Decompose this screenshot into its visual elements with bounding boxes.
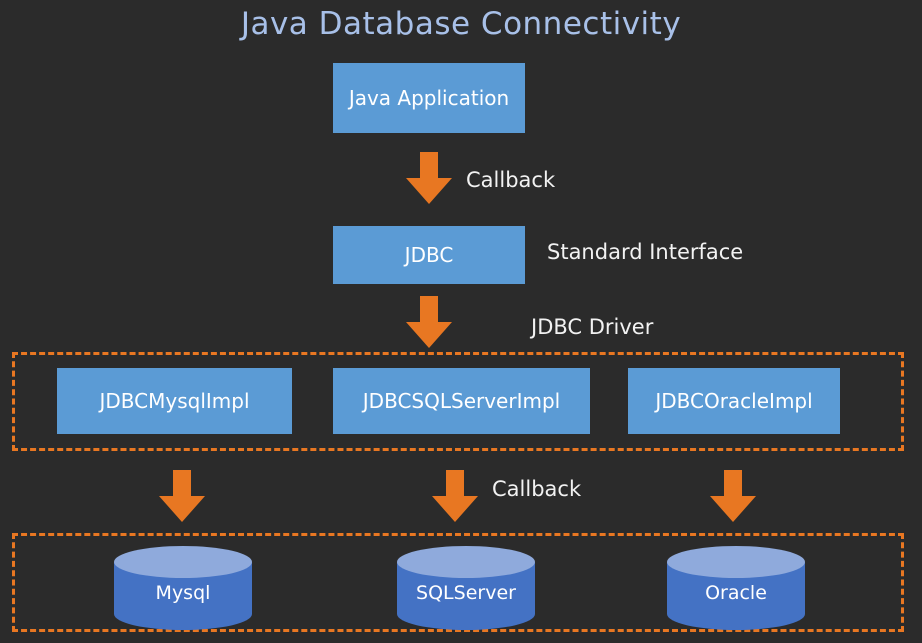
node-java-application[interactable]: Java Application xyxy=(333,63,525,133)
database-cylinder-mysql-label: Mysql xyxy=(155,582,211,604)
arrow-jdbc-to-drivers xyxy=(406,296,452,348)
caption-jdbc-driver: JDBC Driver xyxy=(531,315,654,339)
database-cylinder-oracle-label: Oracle xyxy=(705,582,767,604)
node-jdbc-label: JDBC xyxy=(404,243,454,267)
group-databases xyxy=(12,533,904,632)
node-java-application-label: Java Application xyxy=(348,86,510,110)
database-cylinder-sqlserver-label: SQLServer xyxy=(416,582,516,604)
caption-callback-bottom: Callback xyxy=(492,477,582,501)
caption-standard-interface: Standard Interface xyxy=(547,240,744,264)
page-title: Java Database Connectivity xyxy=(240,6,682,42)
arrow-mysqlimpl-to-mysql xyxy=(159,470,205,522)
group-jdbc-drivers xyxy=(12,352,904,451)
arrow-oracleimpl-to-oracle xyxy=(710,470,756,522)
node-jdbc[interactable]: JDBC xyxy=(333,226,525,284)
database-cylinder-mysql[interactable]: Mysql xyxy=(114,546,252,630)
arrow-sqlserverimpl-to-sqlserver xyxy=(432,470,478,522)
caption-callback-top: Callback xyxy=(466,168,556,192)
node-jdbc-sqlserver-impl-label: JDBCSQLServerImpl xyxy=(362,389,561,413)
node-jdbc-oracle-impl-label: JDBCOracleImpl xyxy=(655,389,813,413)
arrow-app-to-jdbc xyxy=(406,152,452,204)
node-jdbc-oracle-impl[interactable]: JDBCOracleImpl xyxy=(628,368,840,434)
database-cylinder-oracle[interactable]: Oracle xyxy=(667,546,805,630)
node-jdbc-mysql-impl[interactable]: JDBCMysqlImpl xyxy=(57,368,292,434)
node-jdbc-sqlserver-impl[interactable]: JDBCSQLServerImpl xyxy=(333,368,590,434)
node-jdbc-mysql-impl-label: JDBCMysqlImpl xyxy=(99,389,250,413)
database-cylinder-sqlserver[interactable]: SQLServer xyxy=(397,546,535,630)
